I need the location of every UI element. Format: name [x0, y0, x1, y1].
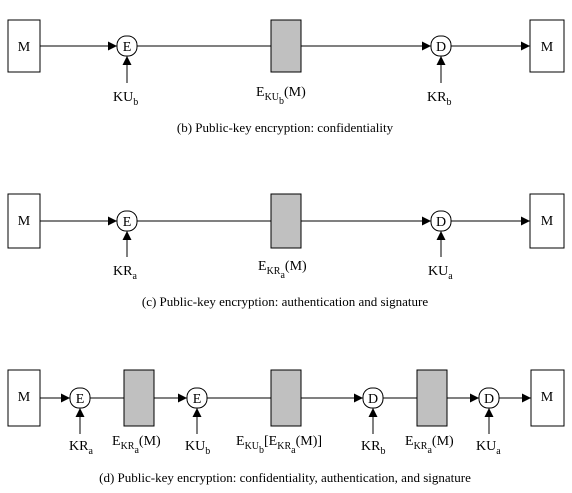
ciphertext-box [270, 193, 302, 249]
key-label: KUa [476, 439, 501, 457]
ciphertext-label: EKUb(M) [256, 85, 306, 107]
diagram-c: M E KRa EKRa(M) D KUa M (c) Public-key e… [7, 193, 565, 309]
ciphertext-label: EKRa(M) [258, 259, 307, 281]
key-label: KRb [361, 439, 385, 457]
decrypt-label: D [368, 392, 378, 407]
diagram-d: M E KRa EKRa(M) E KUb EKUb[EKRa(M)] D KR… [7, 369, 565, 485]
caption-c: (c) Public-key encryption: authenticatio… [142, 294, 428, 309]
diagram-b: M E KUb EKUb(M) D KRb M (b) Public-key e… [7, 19, 565, 135]
message-out-label: M [541, 40, 554, 55]
message-out-label: M [541, 214, 554, 229]
key-label: KRb [427, 90, 451, 108]
ciphertext-box [270, 19, 302, 73]
ciphertext-label: EKRa(M) [405, 434, 454, 456]
message-box-out [529, 193, 565, 249]
encrypt-label: E [193, 392, 202, 407]
message-box-out [529, 19, 565, 73]
ciphertext-box-3 [416, 369, 448, 427]
key-label: KUa [428, 264, 453, 282]
encrypt-label: E [123, 215, 132, 230]
ciphertext-box-2 [270, 369, 302, 427]
message-in-label: M [18, 214, 31, 229]
message-box-in [7, 193, 41, 249]
caption-b: (b) Public-key encryption: confidentiali… [177, 120, 394, 135]
ciphertext-box-1 [123, 369, 155, 427]
decrypt-label: D [436, 40, 446, 55]
ciphertext-label: EKRa(M) [112, 434, 161, 456]
message-box-out [530, 369, 565, 427]
key-label: KRa [69, 439, 93, 457]
encrypt-label: E [123, 40, 132, 55]
message-in-label: M [18, 40, 31, 55]
message-in-label: M [18, 390, 31, 405]
key-label: KUb [185, 439, 210, 457]
key-label: KUb [113, 90, 138, 108]
ciphertext-label: EKUb[EKRa(M)] [236, 434, 322, 456]
encrypt-label: E [76, 392, 85, 407]
key-label: KRa [113, 264, 137, 282]
decrypt-label: D [436, 215, 446, 230]
message-box-in [7, 19, 41, 73]
caption-d: (d) Public-key encryption: confidentiali… [99, 470, 471, 485]
message-out-label: M [541, 390, 554, 405]
decrypt-label: D [484, 392, 494, 407]
